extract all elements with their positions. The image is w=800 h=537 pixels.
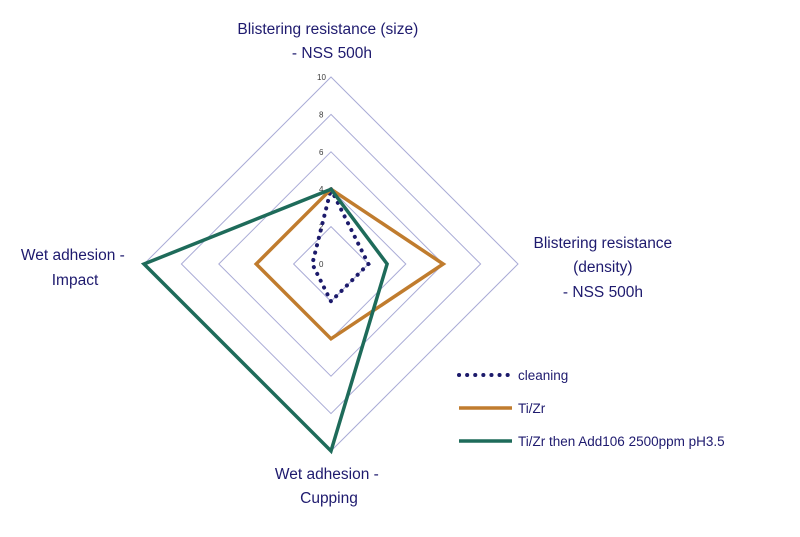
axis-label-line: Blistering resistance: [533, 235, 672, 252]
axis-label-line: Wet adhesion -: [275, 466, 379, 483]
axis-label-wet-adhesion-impact: Wet adhesion - Impact: [21, 247, 129, 289]
tick-label-2: 2: [319, 223, 324, 232]
axis-label-line: (density): [573, 259, 632, 276]
radial-tick-labels: 0 2 4 6 8 10: [317, 73, 326, 269]
axis-label-line: Wet adhesion -: [21, 247, 125, 264]
radar-grid: [143, 76, 519, 452]
grid-ring-2: [292, 225, 370, 303]
axis-label-blister-density: Blistering resistance (density) - NSS 50…: [533, 235, 676, 301]
tick-label-4: 4: [319, 185, 324, 194]
tick-label-10: 10: [317, 73, 326, 82]
series-2-polygon: [140, 187, 390, 455]
legend-label: Ti/Zr: [518, 401, 546, 416]
axis-label-line: Cupping: [300, 490, 358, 507]
legend-label: cleaning: [518, 368, 568, 383]
series-0-polygon: [310, 183, 371, 305]
axis-label-line: Blistering resistance (size): [237, 21, 418, 38]
axis-label-line: - NSS 500h: [563, 284, 643, 301]
axis-label-wet-adhesion-cupping: Wet adhesion - Cupping: [275, 466, 383, 507]
axis-label-line: Impact: [52, 272, 99, 289]
tick-label-6: 6: [319, 148, 324, 157]
grid-ring-8: [180, 113, 482, 415]
axis-label-line: - NSS 500h: [292, 45, 372, 62]
grid-ring-6: [218, 151, 444, 377]
legend-item-tizr-add106: Ti/Zr then Add106 2500ppm pH3.5: [459, 434, 725, 449]
data-series: [140, 183, 447, 455]
legend-label: Ti/Zr then Add106 2500ppm pH3.5: [518, 434, 725, 449]
tick-label-8: 8: [319, 110, 324, 119]
legend-item-cleaning: cleaning: [457, 368, 568, 383]
tick-label-0: 0: [319, 260, 324, 269]
series-1-polygon: [253, 186, 447, 342]
legend-item-tizr: Ti/Zr: [459, 401, 546, 416]
grid-ring-10: [143, 76, 519, 452]
axis-label-blister-size: Blistering resistance (size) - NSS 500h: [237, 21, 422, 62]
legend: cleaning Ti/Zr Ti/Zr then Add106 2500ppm…: [457, 368, 725, 449]
